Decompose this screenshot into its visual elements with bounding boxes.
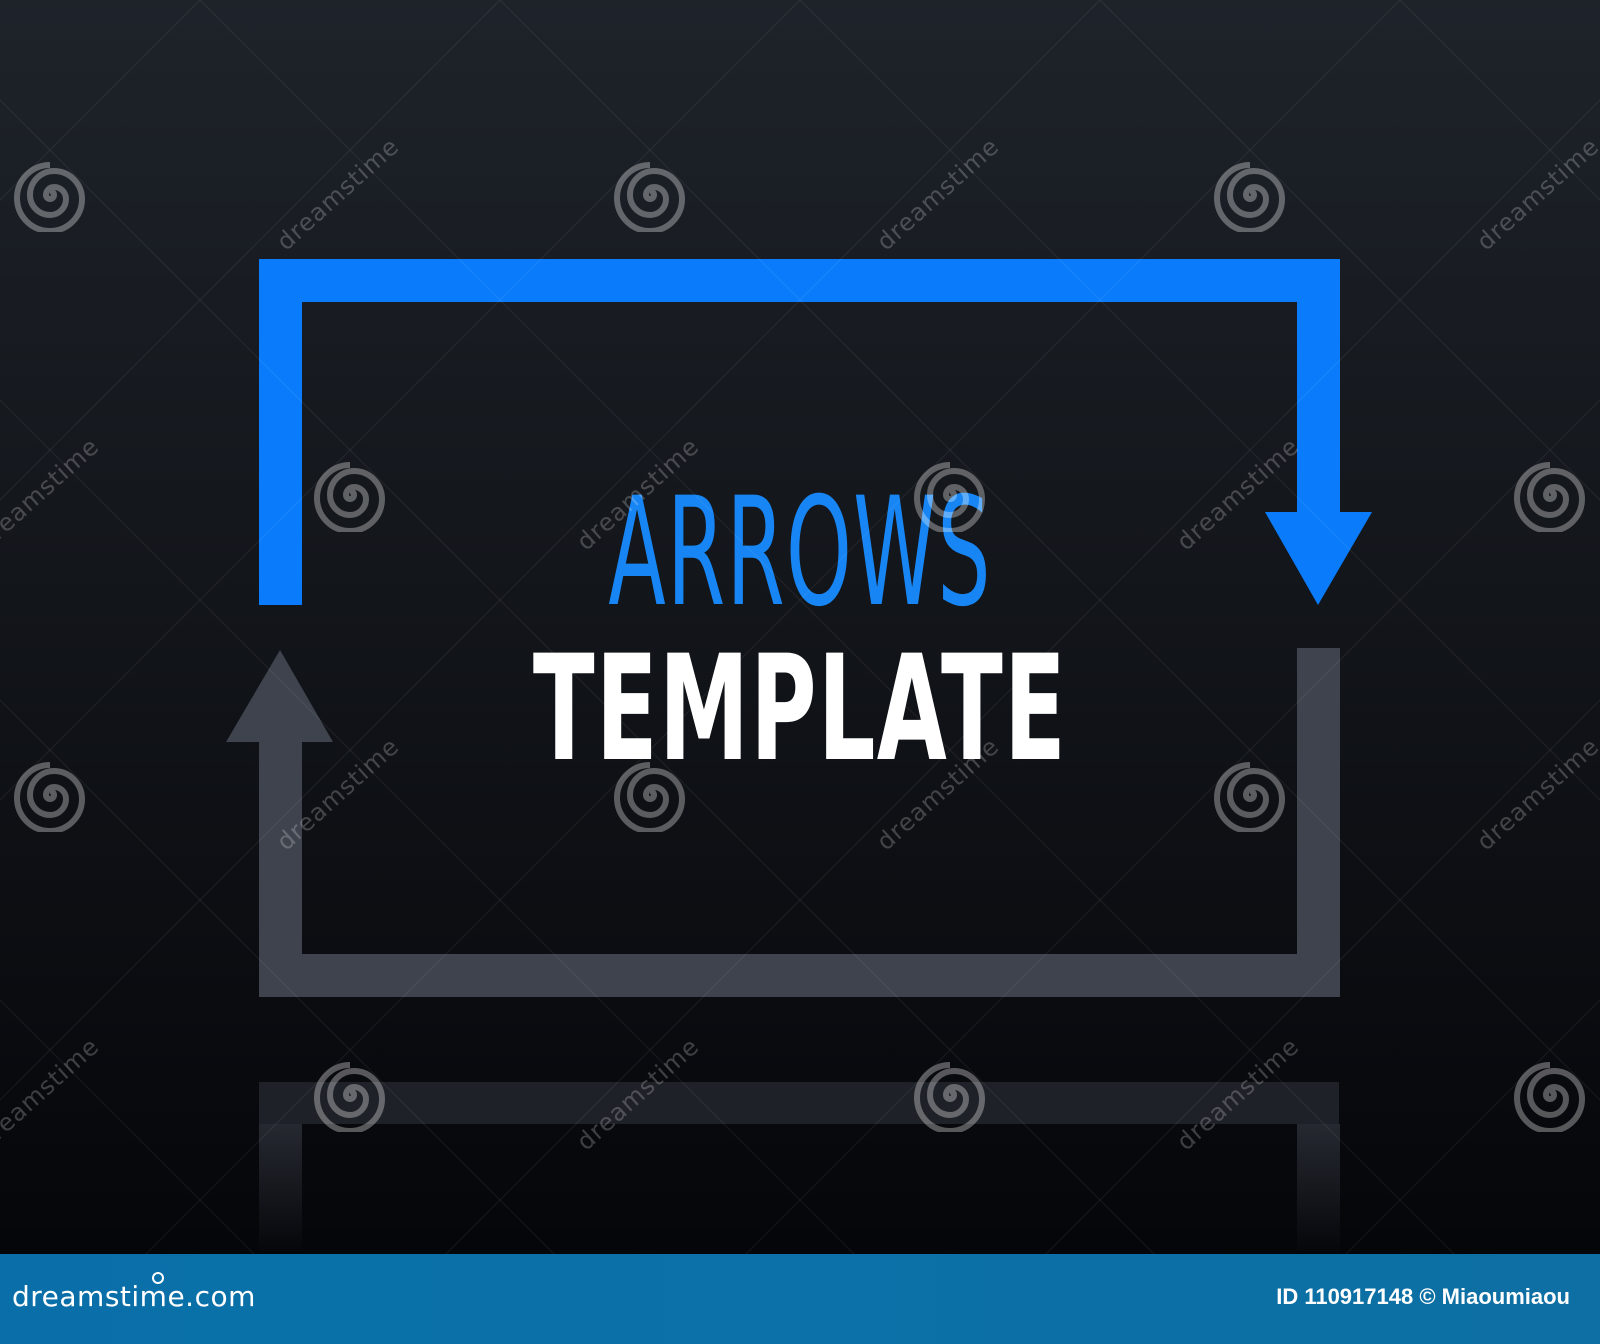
cycle-arrows-diagram — [226, 259, 1372, 1254]
headline-arrows: ARROWS — [608, 466, 992, 640]
brand-mark-icon — [152, 1272, 164, 1284]
footer-credit: ID 110917148 © Miaoumiaou — [1276, 1284, 1570, 1309]
top-arrow — [259, 259, 1372, 605]
footer-brand: dreamstime.com — [12, 1280, 256, 1313]
arrow-right-down-icon — [259, 259, 1340, 605]
top-arrowhead — [1265, 512, 1372, 605]
headline-template: TEMPLATE — [532, 624, 1068, 794]
arrow-left-up-icon — [259, 648, 1340, 997]
arrow-reflection — [259, 1082, 1340, 1254]
bottom-arrowhead — [226, 650, 333, 742]
bottom-arrow — [226, 648, 1340, 997]
footer-bar: dreamstime.com ID 110917148 © Miaoumiaou — [0, 1254, 1600, 1344]
